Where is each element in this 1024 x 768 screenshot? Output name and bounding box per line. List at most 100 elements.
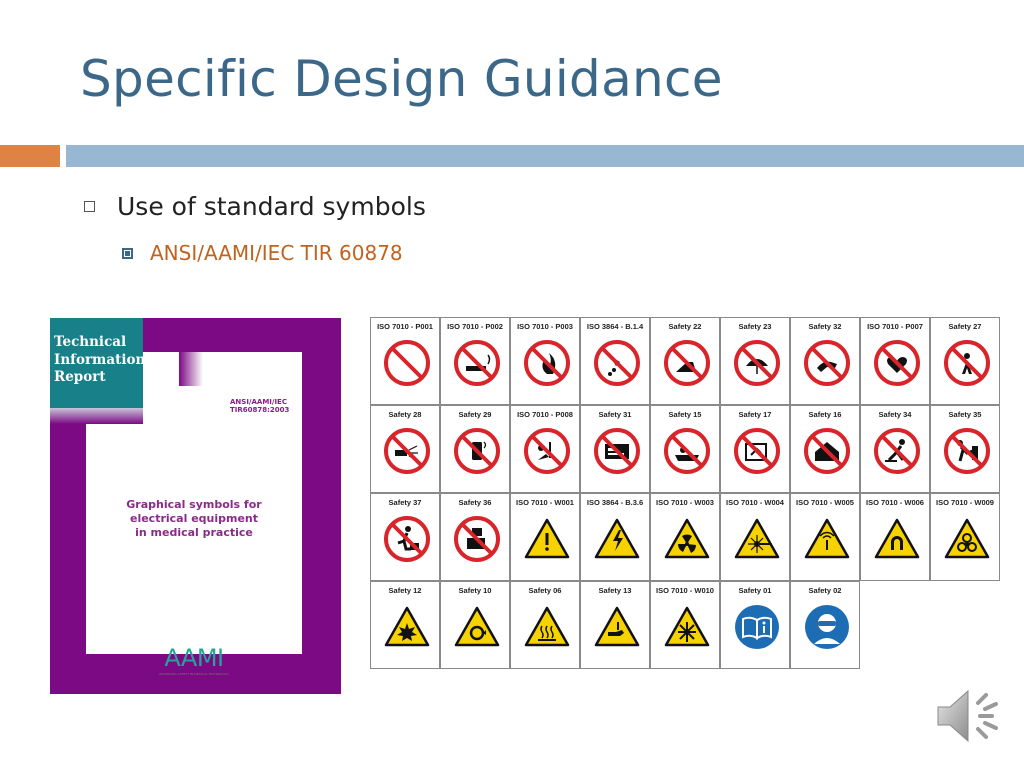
symbol-cell: Safety 17 [720,405,790,493]
symbol-label: Safety 27 [948,322,982,331]
cover-badge-fade [50,408,143,424]
symbol-label: Safety 17 [738,410,772,419]
read-manual-icon [735,605,779,649]
symbol-cell: ISO 3864 - B.3.6 [580,493,650,581]
non-ionizing-radiation-icon [804,518,850,559]
symbol-label: ISO 7010 - P008 [517,410,573,419]
no-water-icon [594,340,640,386]
hot-surface-icon [524,606,570,647]
symbol-cell: Safety 12 [370,581,440,669]
no-stepping-icon [874,428,920,474]
bullet-text: Use of standard symbols [117,192,426,221]
symbol-label: Safety 34 [878,410,912,419]
symbol-cell: Safety 29 [440,405,510,493]
symbol-cell: ISO 3864 - B.1.4 [580,317,650,405]
sub-bullet-text: ANSI/AAMI/IEC TIR 60878 [150,241,403,265]
symbol-cell: ISO 7010 - W010 [650,581,720,669]
symbol-cell: Safety 27 [930,317,1000,405]
bullet-level-2: ANSI/AAMI/IEC TIR 60878 [122,241,403,265]
symbol-label: ISO 3864 - B.3.6 [586,498,644,507]
no-mobile-phone-icon [454,428,500,474]
biohazard-icon [944,518,990,559]
accent-bar-orange [0,145,60,167]
symbol-label: Safety 23 [738,322,772,331]
symbol-label: Safety 35 [948,410,982,419]
electricity-warning-icon [594,518,640,559]
symbol-label: ISO 7010 - W006 [866,498,924,507]
symbol-label: Safety 13 [598,586,632,595]
symbol-label: ISO 7010 - W003 [656,498,714,507]
rotating-parts-icon [454,606,500,647]
symbol-cell: Safety 23 [720,317,790,405]
no-stacking-icon [454,516,500,562]
general-warning-icon [524,518,570,559]
bullet-level-1: Use of standard symbols [84,192,426,221]
no-disassembly-icon [734,428,780,474]
symbol-label: ISO 7010 - W004 [726,498,784,507]
symbol-label: Safety 15 [668,410,702,419]
symbol-label: Safety 32 [808,322,842,331]
symbol-cell: Safety 06 [510,581,580,669]
symbol-cell: ISO 7010 - W005 [790,493,860,581]
aami-logo-text: AAMI [164,644,224,672]
cover-standard-number: ANSI/AAMI/IEC TIR60878:2003 [230,398,290,414]
symbol-label: Safety 22 [668,322,702,331]
symbol-cell: Safety 34 [860,405,930,493]
symbol-cell: Safety 35 [930,405,1000,493]
symbol-label: Safety 36 [458,498,492,507]
magnetic-field-icon [874,518,920,559]
symbol-cell: ISO 7010 - W006 [860,493,930,581]
no-pushing-icon [944,428,990,474]
symbol-cell: ISO 7010 - P003 [510,317,580,405]
report-cover-image: ANSI/AAMI/IEC TIR60878:2003 Graphical sy… [50,318,341,694]
general-prohibition-icon [384,340,430,386]
no-spraying-icon [384,428,430,474]
symbol-cell: Safety 22 [650,317,720,405]
symbol-cell: ISO 7010 - W001 [510,493,580,581]
radiation-warning-icon [664,518,710,559]
symbol-label: ISO 7010 - P002 [447,322,503,331]
symbol-cell: Safety 02 [790,581,860,669]
no-bathing-icon [664,428,710,474]
symbol-label: Safety 31 [598,410,632,419]
accent-bar-blue [66,145,1024,167]
explosion-warning-icon [384,606,430,647]
no-umbrella-icon [734,340,780,386]
symbol-cell: ISO 7010 - W009 [930,493,1000,581]
no-climbing-icon [384,516,430,562]
symbol-label: ISO 7010 - W009 [936,498,994,507]
no-implant-icon [944,340,990,386]
cover-page: ANSI/AAMI/IEC TIR60878:2003 Graphical sy… [86,352,302,676]
symbol-cell: Safety 15 [650,405,720,493]
symbol-label: ISO 3864 - B.1.4 [586,322,644,331]
no-pacemaker-icon [874,340,920,386]
no-open-flame-icon [524,340,570,386]
symbol-cell: Safety 32 [790,317,860,405]
bullet-box-icon [84,201,95,212]
symbol-label: Safety 10 [458,586,492,595]
symbol-label: ISO 7010 - P003 [517,322,573,331]
no-metal-objects-icon [524,428,570,474]
symbol-cell: ISO 7010 - P002 [440,317,510,405]
hand-crush-icon [594,606,640,647]
no-home-use-icon [804,428,850,474]
symbol-label: Safety 02 [808,586,842,595]
no-sitting-icon [664,340,710,386]
symbol-label: ISO 7010 - P007 [867,322,923,331]
symbol-label: Safety 12 [388,586,422,595]
speaker-audio-icon[interactable] [934,683,1004,749]
symbol-label: Safety 01 [738,586,772,595]
symbol-cell: ISO 7010 - P001 [370,317,440,405]
no-cards-icon [594,428,640,474]
wear-goggles-icon [805,605,849,649]
symbol-cell: Safety 16 [790,405,860,493]
symbol-label: Safety 29 [458,410,492,419]
symbol-label: Safety 28 [388,410,422,419]
aami-logo-subtext: ADVANCING SAFETY IN MEDICAL TECHNOLOGY [158,672,230,676]
cover-fade-right [179,352,203,386]
symbol-label: ISO 7010 - W005 [796,498,854,507]
aami-logo: AAMI [86,644,302,672]
